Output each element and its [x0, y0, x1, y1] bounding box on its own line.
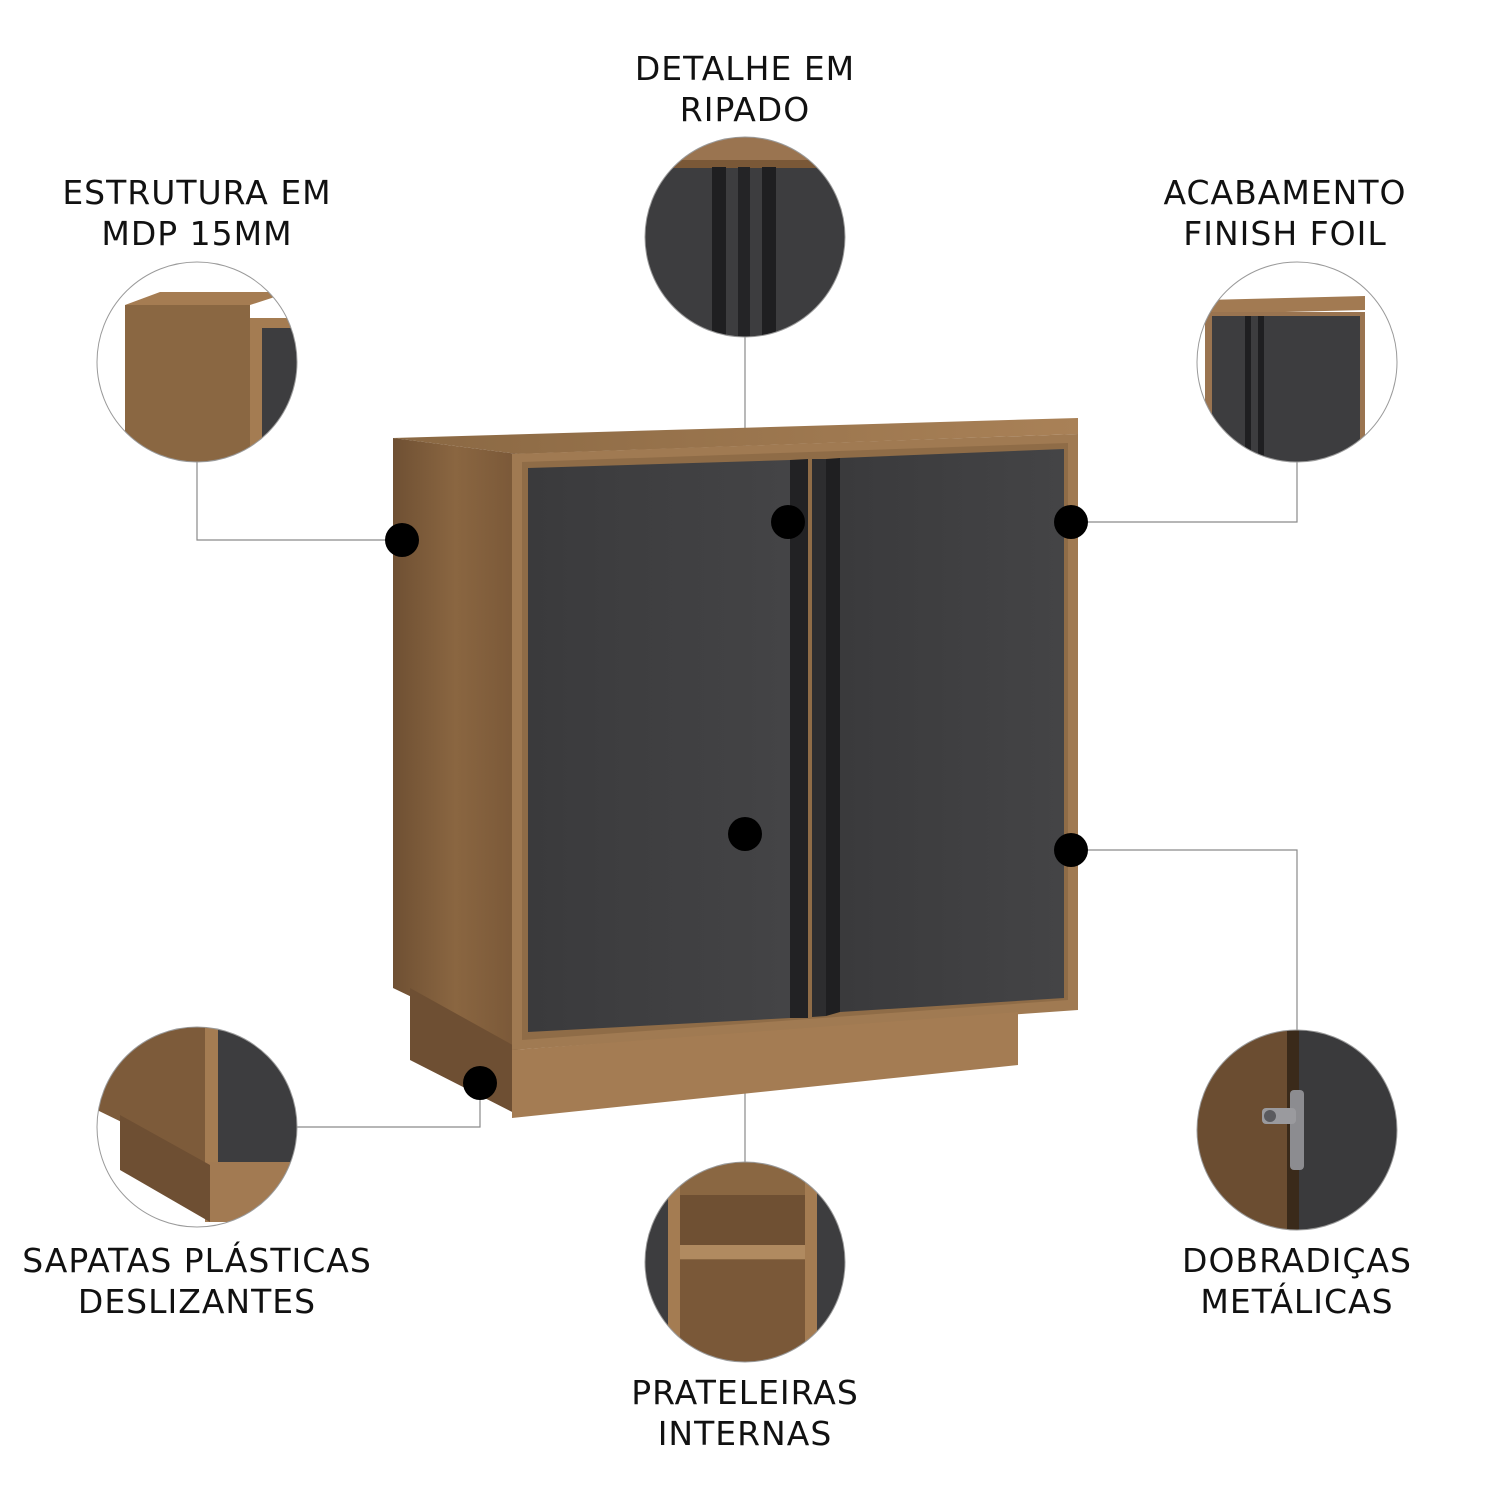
detail-circle-sapatas	[96, 1026, 298, 1228]
marker-sapatas	[463, 1066, 497, 1100]
cabinet-top	[393, 418, 1078, 454]
slat-1	[790, 459, 808, 1018]
label-estrutura-line2: MDP 15MM	[101, 214, 293, 253]
label-dobradicas-line1: DOBRADIÇAS	[1182, 1241, 1412, 1280]
label-dobradicas: DOBRADIÇAS METÁLICAS	[1147, 1240, 1447, 1322]
marker-dobradicas	[1054, 833, 1088, 867]
label-acabamento-line2: FINISH FOIL	[1183, 214, 1387, 253]
cabinet	[393, 418, 1078, 1118]
cabinet-side-panel	[393, 438, 518, 1048]
detail-circle-acabamento	[1196, 261, 1398, 463]
label-sapatas: SAPATAS PLÁSTICAS DESLIZANTES	[22, 1240, 372, 1322]
label-dobradicas-line2: METÁLICAS	[1200, 1282, 1394, 1321]
leader-line-sapatas	[297, 1083, 481, 1128]
door-left	[528, 460, 790, 1032]
leader-line-acabamento	[1071, 462, 1298, 523]
marker-ripado	[771, 505, 805, 539]
label-acabamento-line1: ACABAMENTO	[1163, 173, 1407, 212]
label-prateleiras-line1: PRATELEIRAS	[631, 1373, 859, 1412]
slat-3	[826, 458, 840, 1016]
detail-circle-ripado	[644, 136, 846, 338]
label-prateleiras-line2: INTERNAS	[657, 1414, 833, 1453]
detail-circle-estrutura	[96, 261, 298, 463]
cabinet-plinth	[512, 1012, 1018, 1118]
label-ripado-line2: RIPADO	[679, 90, 811, 129]
label-estrutura: ESTRUTURA EM MDP 15MM	[47, 172, 347, 254]
detail-circle-dobradicas	[1196, 1029, 1398, 1231]
label-ripado: DETALHE EM RIPADO	[595, 48, 895, 130]
leader-line-dobradicas	[1071, 849, 1298, 1030]
label-prateleiras: PRATELEIRAS INTERNAS	[595, 1372, 895, 1454]
markers	[385, 505, 1088, 1100]
leader-line-estrutura	[196, 462, 402, 541]
label-estrutura-line1: ESTRUTURA EM	[62, 173, 332, 212]
label-acabamento: ACABAMENTO FINISH FOIL	[1135, 172, 1435, 254]
label-sapatas-line1: SAPATAS PLÁSTICAS	[22, 1241, 372, 1280]
door-right	[840, 449, 1064, 1012]
marker-prateleiras	[728, 817, 762, 851]
label-ripado-line1: DETALHE EM	[634, 49, 856, 88]
marker-acabamento	[1054, 505, 1088, 539]
slat-2	[812, 459, 826, 1017]
detail-circle-prateleiras	[644, 1161, 846, 1363]
marker-estrutura	[385, 523, 419, 557]
label-sapatas-line2: DESLIZANTES	[77, 1282, 317, 1321]
